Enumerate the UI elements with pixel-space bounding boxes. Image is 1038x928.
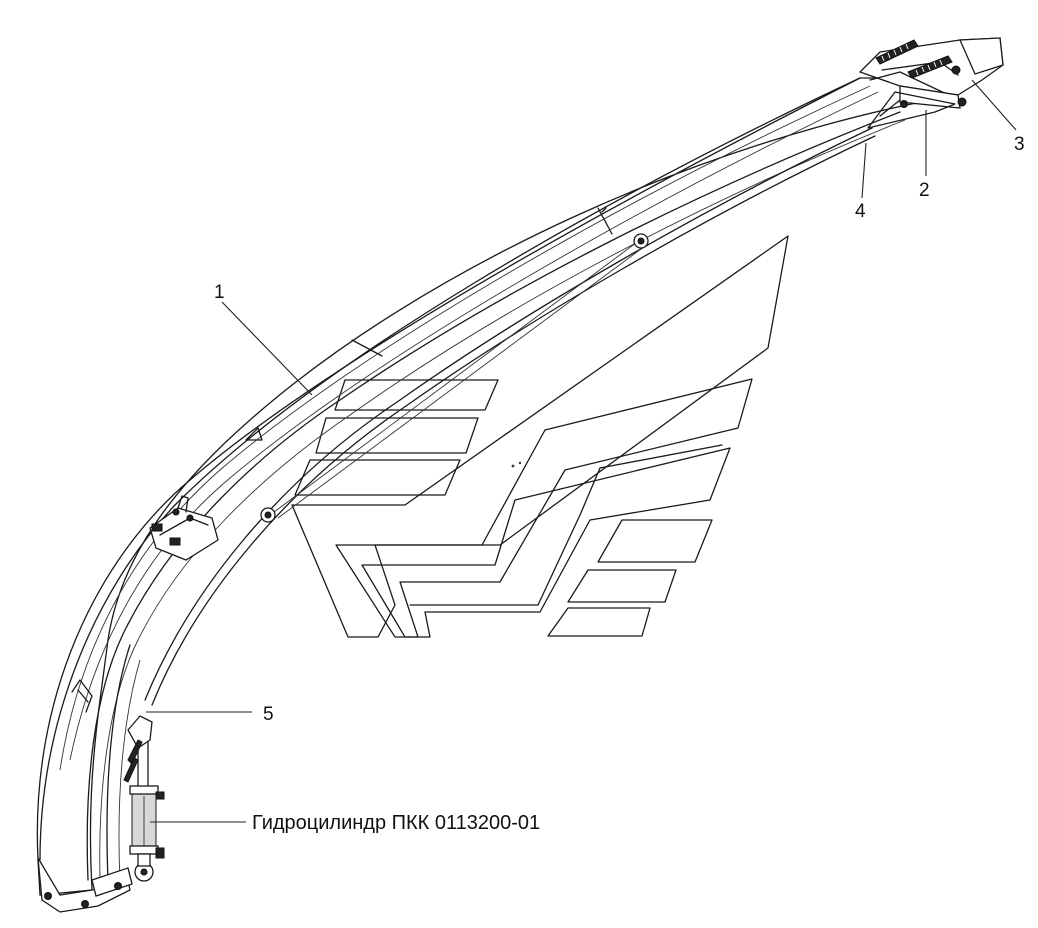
boom-clamp <box>149 495 219 561</box>
cylinder-caption: Гидроцилиндр ПКК 0113200-01 <box>252 812 540 834</box>
logo-watermark <box>291 235 789 638</box>
head-unit <box>858 37 1004 129</box>
callout-1: 1 <box>214 282 225 303</box>
callout-2: 2 <box>919 180 930 201</box>
callout-leaders <box>146 79 1017 823</box>
boom-body <box>36 77 959 896</box>
callout-5: 5 <box>263 704 274 725</box>
callout-4: 4 <box>855 201 866 222</box>
hydraulic-cylinder <box>123 715 165 882</box>
hydraulic-line-assembly <box>144 127 876 706</box>
boom-assembly <box>36 77 959 896</box>
callout-3: 3 <box>1014 134 1025 155</box>
base-bracket <box>37 857 133 913</box>
